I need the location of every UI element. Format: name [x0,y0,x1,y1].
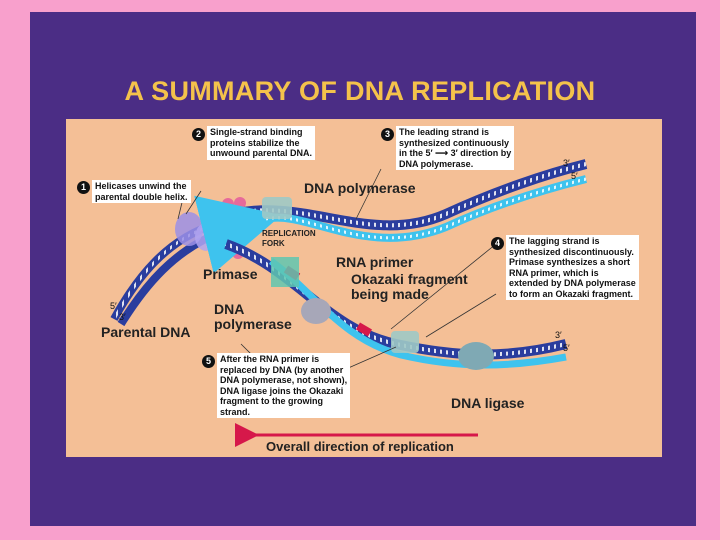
dna-polymerase-top-label: DNA polymerase [304,180,416,196]
leader-line [346,347,396,369]
primase-shape [271,257,299,287]
dna-polymerase-bottom-shape [301,298,331,324]
replication-fork-label: Replication fork [262,229,316,249]
step-5-text: After the RNA primer is replaced by DNA … [217,353,350,418]
step-3-number: 3 [381,128,394,141]
step-1-number: 1 [77,181,90,194]
top-5-prime: 5′ [571,171,578,181]
step-5-number: 5 [202,355,215,368]
top-3-prime: 3′ [563,158,570,168]
step-4-text: The lagging strand is synthesized discon… [506,235,639,300]
dna-polymerase-bottom-label: DNA polymerase [214,302,292,332]
step-1-text: Helicases unwind the parental double hel… [92,180,191,203]
slide-title: A SUMMARY OF DNA REPLICATION [0,76,720,107]
step-2-text: Single-strand binding proteins stabilize… [207,126,315,160]
primase-label: Primase [203,266,257,282]
bottom-3-prime: 3′ [555,330,562,340]
direction-label: Overall direction of replication [266,439,454,454]
diagram-panel: 1 Helicases unwind the parental double h… [66,119,662,457]
rna-primer-label: RNA primer [336,254,413,270]
parental-dna-label: Parental DNA [101,324,190,340]
dna-ligase-shape [458,342,494,370]
helicase-shape-2 [195,223,217,251]
dna-ligase-label: DNA ligase [451,395,524,411]
dna-polymerase-shape [262,197,292,219]
bottom-5-prime: 5′ [563,343,570,353]
step-2-number: 2 [192,128,205,141]
okazaki-fragment-label: Okazaki fragment being made [351,272,468,302]
okazaki-polymerase-shape [391,331,419,353]
ssb-protein [222,198,234,210]
step-3-text: The leading strand is synthesized contin… [396,126,514,170]
left-5-prime: 5′ [110,301,117,311]
step-4-number: 4 [491,237,504,250]
left-3-prime: 3′ [119,312,126,322]
